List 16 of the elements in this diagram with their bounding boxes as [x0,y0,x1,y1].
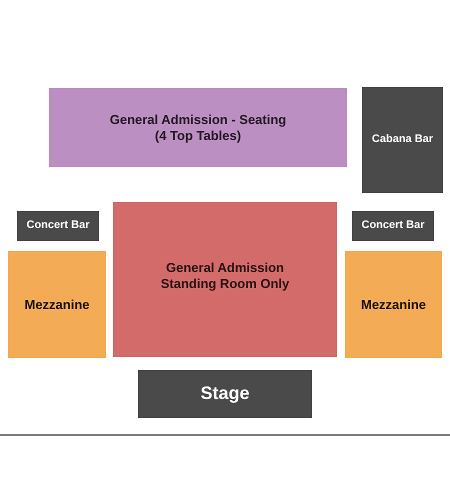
section-label: Cabana Bar [372,133,434,147]
section-label: Concert Bar [362,219,424,233]
mezzanine-section [345,251,442,358]
seating-section [49,88,347,167]
mezzanine-section [8,251,106,358]
section-label: Concert Bar [26,219,90,233]
standing-section [113,202,337,357]
bar-area [352,211,434,241]
section-label: General Admission Standing Room Only [160,260,290,292]
section-label: Mezzanine [24,296,90,312]
stage-area [138,370,312,418]
bar-area [362,87,443,193]
bar-area [17,211,99,241]
section-label: General Admission - Seating (4 Top Tables) [109,112,287,144]
section-label: Mezzanine [360,296,426,312]
section-label: Stage [200,383,250,405]
